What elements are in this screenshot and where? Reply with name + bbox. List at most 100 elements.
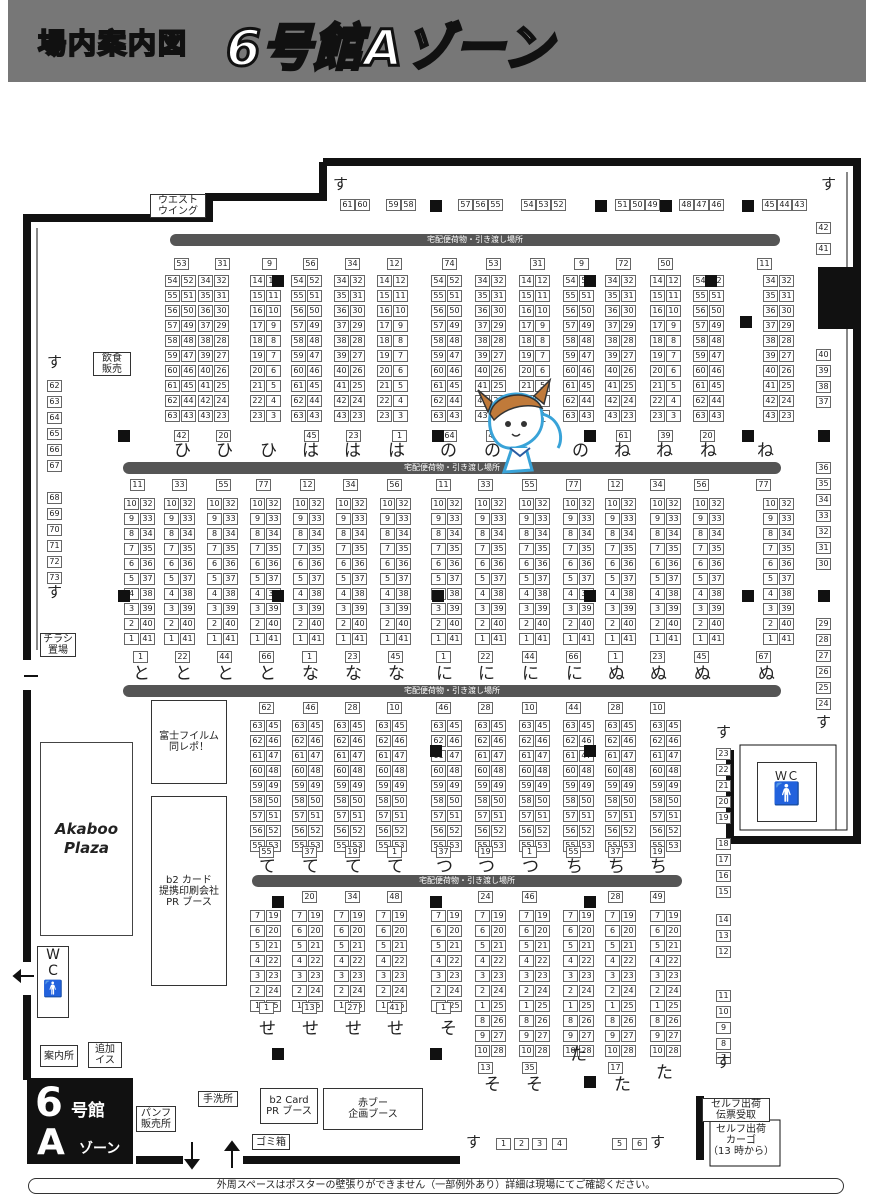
block-head: 37	[436, 846, 451, 858]
booth-space: 57	[334, 810, 349, 822]
toilet-icon: 🚹	[43, 979, 63, 998]
booth-space: 40	[709, 618, 724, 630]
booth-space: 3	[336, 603, 351, 615]
booth-space: 56	[431, 305, 446, 317]
booth-space: 59	[334, 780, 349, 792]
booth-space: 9	[207, 513, 222, 525]
booth-space: 5	[376, 940, 391, 952]
booth-space: 10	[475, 1045, 490, 1057]
booth-space: 3	[431, 603, 446, 615]
booth-space: 45	[709, 380, 724, 392]
booth-space: 40	[763, 365, 778, 377]
booth-space: 6	[250, 925, 265, 937]
booth-space: 23	[666, 970, 681, 982]
booth-space: 9	[380, 513, 395, 525]
booth-space: 32	[350, 275, 365, 287]
booth-space: 19	[535, 910, 550, 922]
booth-space: 49	[535, 780, 550, 792]
booth-space: 51	[350, 810, 365, 822]
booth-space: 5	[650, 573, 665, 585]
booth-space: 40	[621, 618, 636, 630]
wc-left: W C 🚹	[37, 946, 69, 1018]
booth-space: 40	[198, 365, 213, 377]
booth-space: 28	[579, 1045, 594, 1057]
booth-space: 7	[693, 543, 708, 555]
booth-space: 4	[336, 588, 351, 600]
wall-space: 52	[551, 199, 566, 211]
booth-space: 4	[380, 588, 395, 600]
booth-space: 24	[621, 985, 636, 997]
booth-space: 5	[431, 573, 446, 585]
booth-space: 5	[605, 940, 620, 952]
booth-space: 45	[308, 720, 323, 732]
booth-space: 4	[475, 588, 490, 600]
booth-space: 56	[650, 825, 665, 837]
booth-space: 5	[336, 573, 351, 585]
booth-space: 1	[293, 633, 308, 645]
booth-space: 48	[709, 335, 724, 347]
booth-space: 8	[207, 528, 222, 540]
booth-space: 4	[563, 588, 578, 600]
booth-space: 45	[535, 720, 550, 732]
booth-space: 18	[519, 335, 534, 347]
row-label-2: ぬ	[694, 664, 711, 684]
booth-space: 37	[266, 573, 281, 585]
booth-space: 17	[519, 320, 534, 332]
booth-space: 51	[579, 810, 594, 822]
booth-space: 34	[309, 528, 324, 540]
booth-space: 28	[666, 1045, 681, 1057]
row-label-1: の	[484, 441, 501, 461]
booth-space: 7	[519, 543, 534, 555]
booth-space: 33	[396, 513, 411, 525]
booth-space: 28	[350, 335, 365, 347]
booth-space: 35	[666, 543, 681, 555]
booth-space: 38	[180, 588, 195, 600]
booth-space: 61	[519, 750, 534, 762]
wc-left-c: C	[48, 963, 58, 979]
booth-space: 3	[266, 410, 281, 422]
booth-space: 2	[376, 985, 391, 997]
booth-space: 10	[763, 498, 778, 510]
booth-space: 38	[475, 335, 490, 347]
wall-space: 15	[716, 886, 731, 898]
delivery-bar-4: 宅配便荷物・引き渡し場所	[252, 875, 682, 887]
row-label-2: と	[217, 664, 234, 684]
booth-space: 3	[393, 410, 408, 422]
booth-space: 6	[763, 558, 778, 570]
booth-space: 23	[250, 410, 265, 422]
row-label-1: ひ	[174, 441, 191, 461]
booth-space: 63	[376, 720, 391, 732]
booth-space: 36	[763, 305, 778, 317]
booth-space: 7	[250, 543, 265, 555]
booth-space: 49	[392, 780, 407, 792]
booth-space: 3	[563, 603, 578, 615]
booth-space: 48	[579, 765, 594, 777]
booth-space: 22	[535, 955, 550, 967]
booth-space: 19	[377, 350, 392, 362]
booth-space: 5	[380, 573, 395, 585]
row-label-2: と	[175, 664, 192, 684]
wall-space: 72	[47, 556, 62, 568]
wall-space: 27	[816, 650, 831, 662]
booth-space: 23	[535, 970, 550, 982]
booth-space: 33	[309, 513, 324, 525]
booth-space: 4	[431, 955, 446, 967]
booth-space: 20	[377, 365, 392, 377]
booth-space: 23	[650, 410, 665, 422]
booth-space: 50	[621, 795, 636, 807]
booth-space: 5	[124, 573, 139, 585]
booth-space: 57	[605, 810, 620, 822]
wall-space: 20	[716, 796, 731, 808]
booth-space: 46	[266, 735, 281, 747]
booth-space: 1	[519, 633, 534, 645]
booth-space: 33	[535, 513, 550, 525]
row-label-4: そ	[526, 1075, 543, 1095]
block-head: 12	[608, 479, 623, 491]
wall-space: 55	[488, 199, 503, 211]
booth-space: 8	[124, 528, 139, 540]
booth-space: 34	[198, 275, 213, 287]
booth-space: 16	[377, 305, 392, 317]
wall-space: 48	[679, 199, 694, 211]
booth-space: 38	[198, 335, 213, 347]
pillar	[430, 896, 442, 908]
